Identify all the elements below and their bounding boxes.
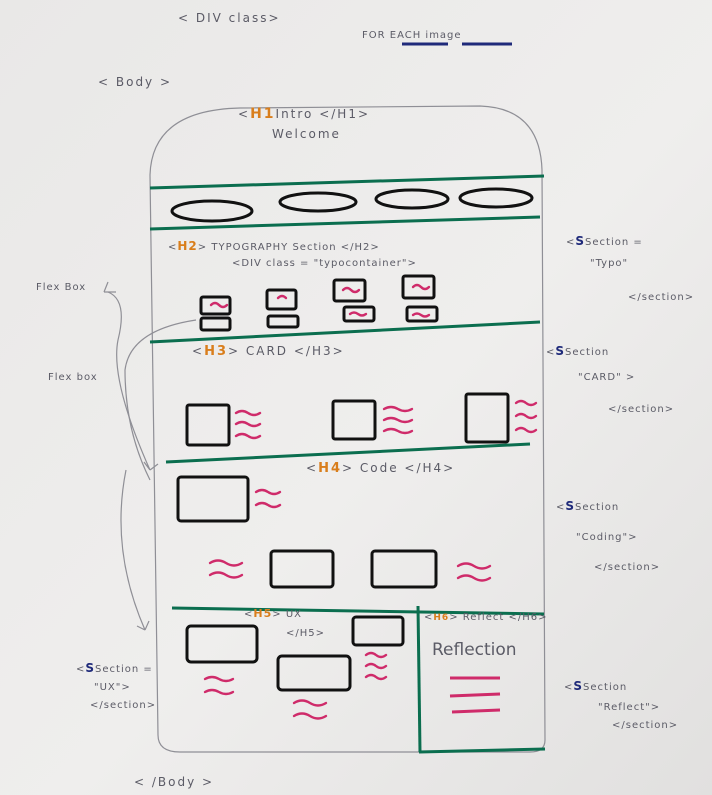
h6-tag-name: H6 [433,613,449,623]
section-coding-name: "Coding"> [576,532,638,543]
section-typo-s: S [575,234,585,248]
section-reflect-s: S [573,679,583,693]
h4-tag-name: H4 [318,461,342,476]
body-close-note: < /Body > [134,775,214,789]
for-each-image-note: FOR EACH image [362,30,462,41]
section-ux-close: </section> [90,700,156,711]
h3-heading: <H3> CARD </H3> [192,344,345,359]
page-outline [149,105,546,753]
section-typo-close: </section> [628,292,694,303]
reflection-title: Reflection [432,640,517,660]
h3-tag-name: H3 [204,344,228,359]
flex-arrow-2 [124,319,197,481]
section-coding-note: <SSection [556,499,619,513]
green-divider-3 [149,320,541,344]
section-ux-name: "UX"> [94,682,131,693]
flex-arrow-3 [120,469,150,631]
reflection-line-3 [451,708,501,714]
section-typo-note: <SSection = [566,234,643,248]
body-open-note: < Body > [98,75,172,89]
typography-cards [199,274,439,332]
h1-welcome: Welcome [272,127,341,141]
h2-heading: <H2> TYPOGRAPHY Section </H2> [168,239,380,253]
flex-box-note-2: Flex box [48,372,98,383]
section-reflect-name: "Reflect"> [598,702,660,713]
green-divider-2 [149,215,541,231]
h2-tag-name: H2 [177,239,197,253]
section-typo-name: "Typo" [590,258,628,269]
nav-pill-2 [278,191,358,213]
h5-heading: <H5> UX [244,607,302,620]
section-card-note: <SSection [546,344,609,358]
green-divider-5 [171,606,545,616]
flex-arrow-4 [103,281,116,293]
reflection-line-2 [449,692,501,698]
green-vertical-divider [416,605,422,753]
h1-tag: <H1Intro </H1> [238,106,370,122]
section-ux-note: <SSection = [76,661,153,675]
h6-heading: <H6> Reflect </H6> [424,612,547,623]
section-coding-s: S [565,499,575,513]
div-class-note: < DIV class> [178,11,281,25]
h1-tag-name: H1 [250,106,275,122]
section-card-close: </section> [608,404,674,415]
section-coding-close: </section> [594,562,660,573]
flex-arrow-1 [107,291,159,471]
ux-blocks [185,615,405,720]
nav-pill-1 [170,199,254,223]
h4-heading: <H4> Code </H4> [306,461,455,476]
typo-container-div: <DIV class = "typocontainer"> [232,258,417,269]
flex-box-note-1: Flex Box [36,282,86,293]
section-reflect-note: <SSection [564,679,627,693]
green-divider-1 [149,174,545,190]
nav-pill-3 [374,188,450,210]
green-divider-6 [418,747,546,754]
nav-pill-4 [458,187,534,209]
h5-close: </H5> [286,628,325,639]
green-divider-4 [165,442,531,464]
code-blocks [176,475,492,589]
card-row [185,392,538,447]
h5-tag-name: H5 [253,607,272,620]
section-card-name: "CARD" > [578,372,635,383]
section-ux-s: S [85,661,95,675]
section-card-s: S [555,344,565,358]
section-reflect-close: </section> [612,720,678,731]
